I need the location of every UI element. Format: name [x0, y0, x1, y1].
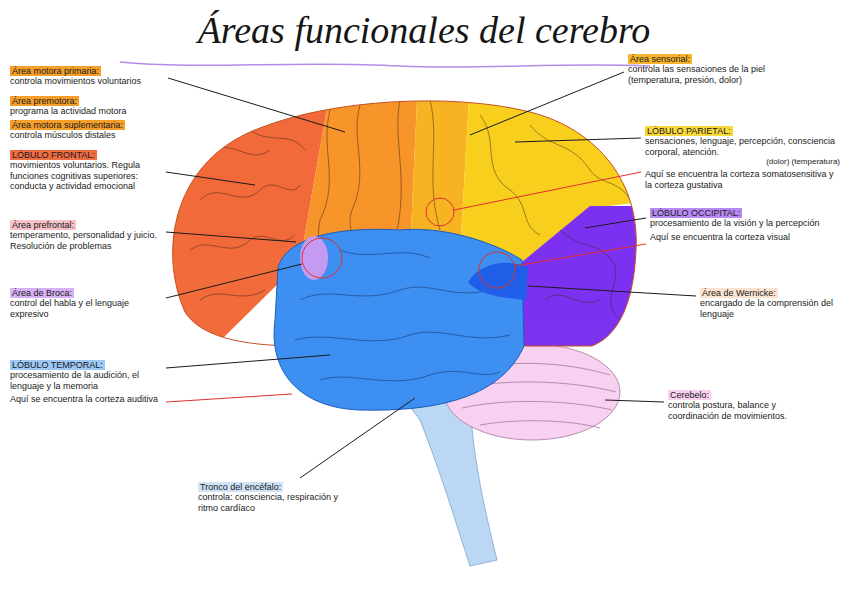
- wernicke-area-label: Área de Wernicke:encargado de la compren…: [700, 288, 840, 319]
- area-description: controla postura, balance y coordinación…: [668, 400, 818, 421]
- area-heading: Tronco del encéfalo:: [198, 482, 283, 492]
- sensory-area-label: Área sensorial:controla las sensaciones …: [628, 54, 808, 85]
- area-description: programa la actividad motora: [10, 106, 165, 116]
- area-heading: LÓBULO OCCIPITAL:: [650, 208, 742, 218]
- area-description: encargado de la comprensión del lenguaje: [700, 298, 840, 319]
- occipital-lobe-label: LÓBULO OCCIPITAL:procesamiento de la vis…: [650, 208, 820, 242]
- title-underline: [120, 62, 650, 67]
- prefrontal-area-label: Área prefrontal:temperamento, personalid…: [10, 220, 162, 251]
- area-description: procesamiento de la visión y la percepci…: [650, 218, 820, 228]
- cerebrum: [140, 80, 660, 420]
- premotor-area-label: Área premotora:programa la actividad mot…: [10, 96, 165, 117]
- area-heading: LÓBULO FRONTAL:: [10, 150, 97, 160]
- area-heading: Área de Broca:: [10, 288, 74, 298]
- broca-area: [300, 236, 328, 280]
- red-leader-lines: [166, 172, 646, 402]
- area-description: sensaciones, lenguaje, percepción, consc…: [645, 136, 840, 157]
- area-description: movimientos voluntarios. Regula funcione…: [10, 160, 162, 191]
- area-description: controla músculos distales: [10, 130, 165, 140]
- area-note: Aquí se encuentra la corteza visual: [650, 232, 820, 242]
- area-heading: Área sensorial:: [628, 54, 692, 64]
- parietal-lobe-label: LÓBULO PARIETAL:sensaciones, lenguaje, p…: [645, 126, 840, 190]
- supplementary-motor-label: Área motora suplementaria:controla múscu…: [10, 120, 165, 141]
- temporal-lobe-label: LÓBULO TEMPORAL:procesamiento de la audi…: [10, 360, 162, 404]
- area-description: controla las sensaciones de la piel (tem…: [628, 64, 808, 85]
- area-heading: LÓBULO TEMPORAL:: [10, 360, 105, 370]
- area-heading: LÓBULO PARIETAL:: [645, 126, 733, 136]
- broca-area-label: Área de Broca:control del habla y el len…: [10, 288, 162, 319]
- area-heading: Área prefrontal:: [10, 220, 76, 230]
- area-note: Aquí se encuentra la corteza somatosensi…: [645, 169, 840, 190]
- area-description: controla movimientos voluntarios: [10, 76, 165, 86]
- temporal-lobe: [274, 229, 524, 410]
- area-description: temperamento, personalidad y juicio. Res…: [10, 230, 162, 251]
- area-description: procesamiento de la audición, el lenguaj…: [10, 370, 162, 391]
- area-heading: Área motora primaria:: [10, 66, 101, 76]
- temporal-folds: [295, 250, 510, 381]
- area-description: control del habla y el lenguaje expresiv…: [10, 298, 162, 319]
- title: Áreas funcionales del cerebro: [0, 8, 848, 52]
- highlight-circles: [302, 198, 515, 288]
- area-heading: Cerebelo:: [668, 390, 711, 400]
- frontal-lobe-label: LÓBULO FRONTAL:movimientos voluntarios. …: [10, 150, 162, 191]
- motor-area-label: Área motora primaria:controla movimiento…: [10, 66, 165, 87]
- area-heading: Área de Wernicke:: [700, 288, 778, 298]
- leader-lines: [166, 72, 696, 478]
- area-heading: Área premotora:: [10, 96, 79, 106]
- wernicke-area: [468, 263, 528, 300]
- area-heading: Área motora suplementaria:: [10, 120, 125, 130]
- area-note: (dolor) (temperatura): [645, 157, 840, 166]
- area-description: controla: consciencia, respiración y rit…: [198, 492, 358, 513]
- area-note: Aquí se encuentra la corteza auditiva: [10, 394, 162, 404]
- brainstem-label: Tronco del encéfalo:controla: conscienci…: [198, 482, 358, 513]
- cerebellum-label: Cerebelo:controla postura, balance y coo…: [668, 390, 818, 421]
